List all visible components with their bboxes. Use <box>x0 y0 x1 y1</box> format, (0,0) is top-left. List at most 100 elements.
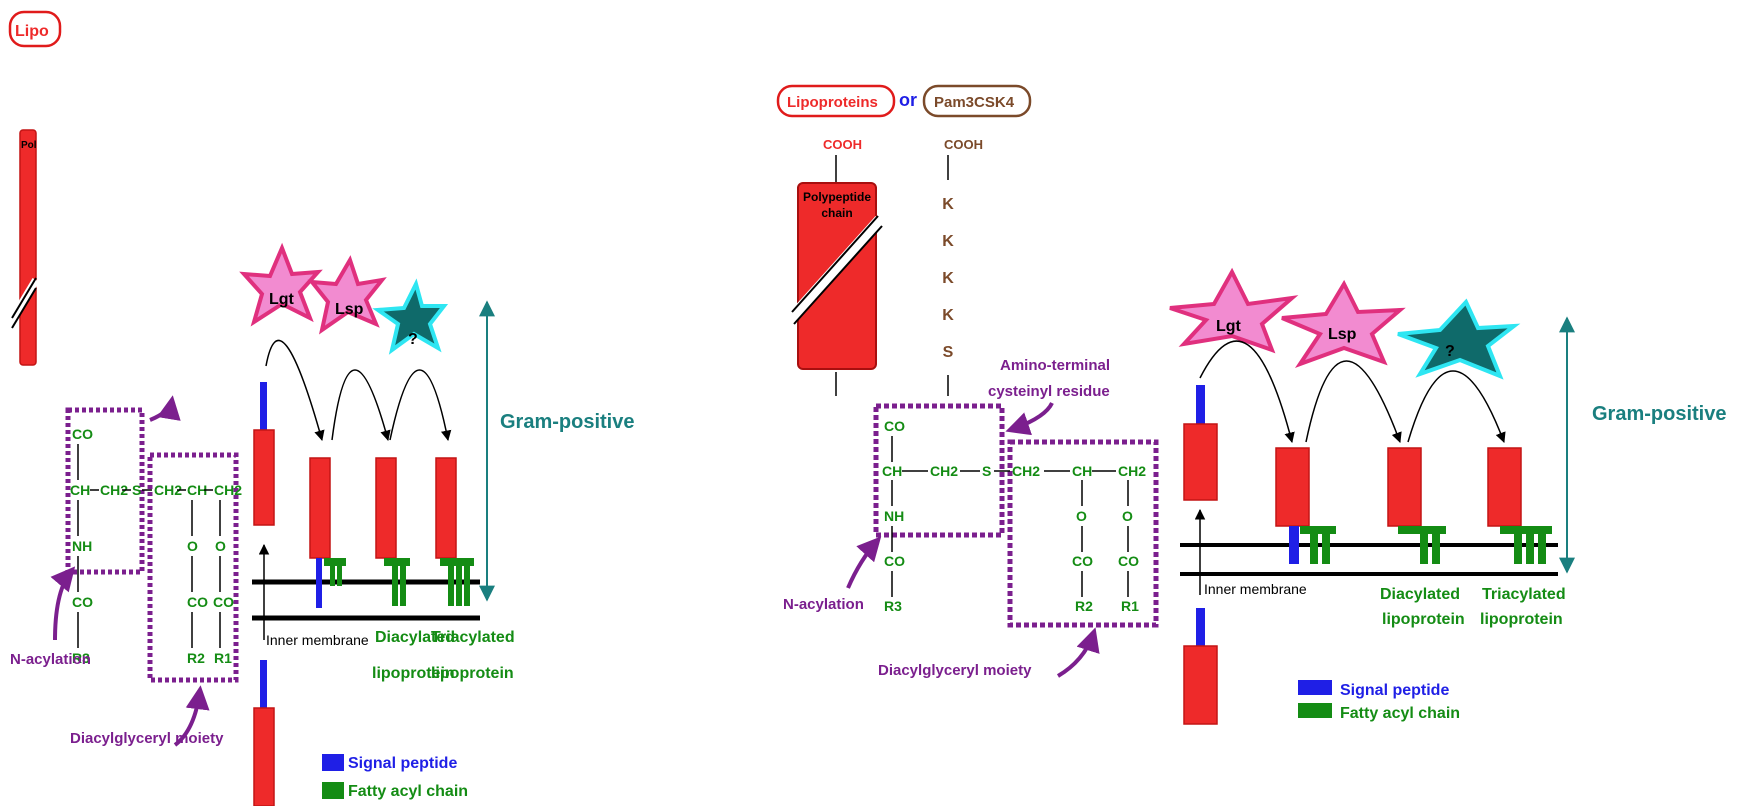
left-diacylated-label-2: lipoprotein <box>372 665 455 682</box>
left-nh: NH <box>72 538 92 554</box>
diacylglyceryl-label: Diacylglyceryl moiety <box>878 662 1032 679</box>
left-co-bottom: CO <box>72 594 93 610</box>
peptide-residue: K <box>942 196 954 213</box>
ch: CH <box>882 463 902 479</box>
polypeptide-label-1: Polypeptide <box>803 190 871 204</box>
left-diacylglyceryl-arrow <box>173 685 210 747</box>
r1: R1 <box>1121 598 1139 614</box>
polypeptide-label-2: chain <box>821 206 852 220</box>
left-clipped-chain-label: Pol <box>21 140 37 151</box>
left-signal-peptide-top <box>260 382 267 430</box>
amino-terminal-label-1: Amino-terminal <box>1000 357 1110 374</box>
n-acylation-label: N-acylation <box>783 596 864 613</box>
ch-b: CH <box>1072 463 1092 479</box>
ch2a: CH2 <box>930 463 958 479</box>
left-cytoplasmic-preprolipoprotein <box>253 707 275 806</box>
peptide-residue: S <box>943 344 954 361</box>
left-clipped-label-box <box>8 10 62 48</box>
cysteinyl-arrow <box>1005 402 1054 436</box>
left-diacylglyceryl-box <box>147 452 239 683</box>
left-r1: R1 <box>214 650 232 666</box>
left-unknown-star <box>372 278 449 355</box>
left-unknown-label: ? <box>408 331 418 348</box>
left-diacylated-label-1: Diacylated <box>375 629 455 646</box>
left-prolipoprotein <box>309 457 331 559</box>
left-gram-positive-label: Gram-positive <box>500 411 634 433</box>
left-prolipoprotein-signal <box>316 558 322 608</box>
left-signal-peptide-bottom <box>260 660 267 710</box>
left-third-arrow <box>389 369 452 442</box>
diacylglyceryl-arrow <box>1056 627 1100 678</box>
left-co2: CO <box>187 594 208 610</box>
o2: O <box>1122 508 1133 524</box>
left-preprolipoprotein <box>253 429 275 526</box>
left-ch: CH <box>70 482 90 498</box>
inner-membrane-label: Inner membrane <box>1204 581 1307 597</box>
left-cysteinyl-box <box>65 407 145 575</box>
right-structure: CO CH CH2 S CH2 CH CH2 NH O O CO CO CO R… <box>882 418 1146 614</box>
co-top: CO <box>884 418 905 434</box>
or-label: or <box>899 90 917 110</box>
gram-positive-label: Gram-positive <box>1592 403 1726 425</box>
left-inner-membrane-label: Inner membrane <box>266 632 369 648</box>
right-bonds <box>891 436 1129 597</box>
left-triacylated-label-2: lipoprotein <box>431 665 514 682</box>
triacylated-label-1: Triacylated <box>1482 586 1566 603</box>
signal-peptide-bottom <box>1196 608 1205 646</box>
legend-acyl-label: Fatty acyl chain <box>1340 705 1460 722</box>
cooh-pam: COOH <box>944 137 983 152</box>
unknown-enzyme-label: ? <box>1445 343 1455 360</box>
triacylated-label-2: lipoprotein <box>1480 611 1563 628</box>
lsp-star <box>1281 279 1406 368</box>
left-triacylated-label-1: Triacylated <box>431 629 515 646</box>
left-legend-signal-label: Signal peptide <box>348 755 457 772</box>
co3: CO <box>1118 553 1139 569</box>
cooh-lipoprotein: COOH <box>823 137 862 152</box>
left-structure: CO CH CH2 S CH2 CH CH2 NH O O CO CO CO R… <box>70 426 242 666</box>
left-lgt-arrow <box>265 339 325 442</box>
left-triacylated-protein <box>435 457 457 559</box>
left-lsp-label: Lsp <box>335 301 364 318</box>
s: S <box>982 463 991 479</box>
amino-terminal-label-2: cysteinyl residue <box>988 383 1110 400</box>
diacylated-protein <box>1387 447 1422 527</box>
triacylated-acyl <box>1500 526 1552 564</box>
cytoplasmic-preprolipoprotein <box>1183 645 1218 725</box>
nh: NH <box>884 508 904 524</box>
legend-signal-swatch <box>1298 680 1332 695</box>
left-diacylated-acyl <box>384 558 410 606</box>
left-co-top: CO <box>72 426 93 442</box>
diacylglyceryl-box <box>1007 439 1159 628</box>
ch2c: CH2 <box>1118 463 1146 479</box>
left-diacylated-protein <box>375 457 397 559</box>
lgt-star <box>1169 267 1299 354</box>
left-lgt-label: Lgt <box>269 291 295 308</box>
left-n-acylation-arrow <box>50 566 76 641</box>
lgt-arrow <box>1199 340 1295 444</box>
left-s: S <box>132 482 141 498</box>
r3: R3 <box>884 598 902 614</box>
r2: R2 <box>1075 598 1093 614</box>
left-o2: O <box>215 538 226 554</box>
diacylated-acyl <box>1398 526 1446 564</box>
peptide-residue: K <box>942 270 954 287</box>
left-ch2c: CH2 <box>214 482 242 498</box>
left-ch-b: CH <box>187 482 207 498</box>
prolipoprotein-signal <box>1289 526 1299 564</box>
triacylated-protein <box>1487 447 1522 527</box>
prolipoprotein <box>1275 447 1310 527</box>
ch2b: CH2 <box>1012 463 1040 479</box>
left-ch2b: CH2 <box>154 482 182 498</box>
signal-peptide-top <box>1196 385 1205 425</box>
lipoproteins-pill <box>776 84 896 118</box>
unknown-enzyme-star <box>1397 298 1521 380</box>
co2: CO <box>1072 553 1093 569</box>
lipoproteins-label: Lipoproteins <box>787 94 878 111</box>
o1: O <box>1076 508 1087 524</box>
left-r3: R3 <box>72 650 90 666</box>
left-ch2a: CH2 <box>100 482 128 498</box>
pam-label: Pam3CSK4 <box>934 94 1015 111</box>
prolipoprotein-acyl <box>1300 526 1336 564</box>
left-panel: Lipo Pol CO CH CH2 S CH2 CH CH2 NH O O C… <box>8 10 634 806</box>
